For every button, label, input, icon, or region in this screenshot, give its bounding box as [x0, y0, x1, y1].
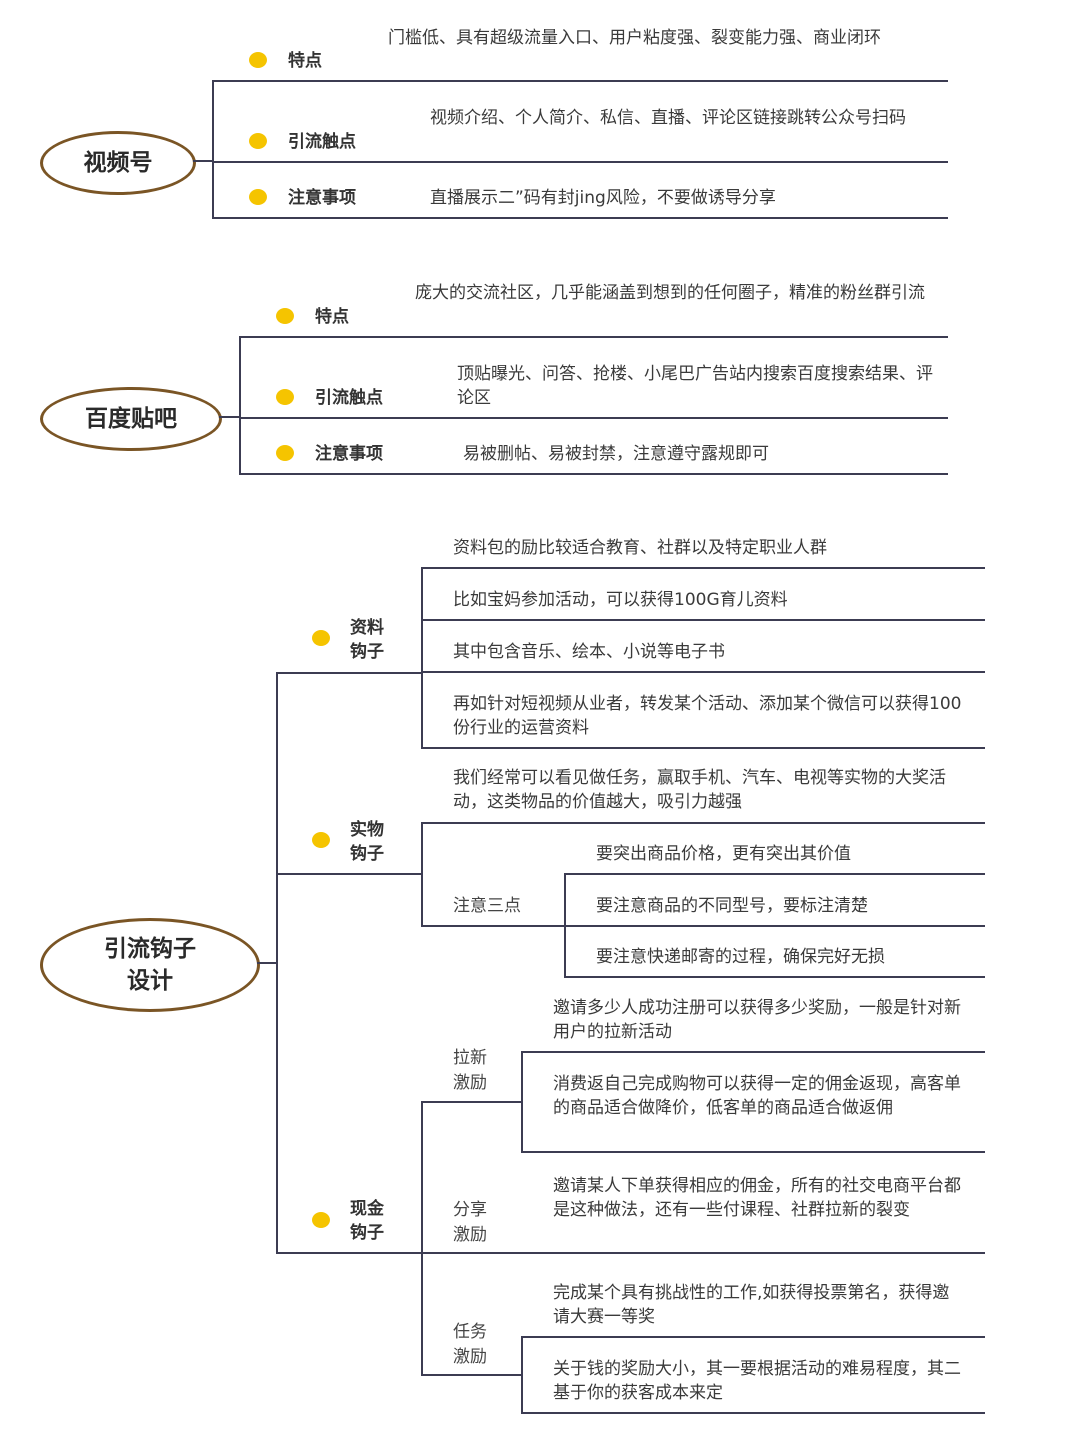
item-text: 资料包的励比较适合教育、社群以及特定职业人群: [453, 538, 827, 558]
group-label: 拉新激励: [453, 1048, 487, 1093]
item-underline: [421, 619, 985, 621]
main-bracket: [276, 672, 278, 1254]
item-text: 比如宝妈参加活动，可以获得100G育儿资料: [453, 590, 788, 610]
bracket-line: [521, 1336, 523, 1413]
group-underline: [421, 1252, 985, 1254]
row-text: 视频介绍、个人简介、私信、直播、评论区链接跳转公众号扫码: [430, 108, 906, 128]
bullet-dot: [312, 832, 330, 848]
item-text: 我们经常可以看见做任务，赢取手机、汽车、电视等实物的大奖活动，这类物品的价值越大…: [453, 768, 946, 812]
item-underline: [564, 873, 985, 875]
row-underline: [212, 161, 948, 163]
item-underline: [421, 567, 985, 569]
item-text: 其中包含音乐、绘本、小说等电子书: [453, 642, 725, 662]
root-label: 视频号: [83, 150, 153, 176]
bracket-line: [421, 567, 423, 748]
bracket-line: [521, 1051, 523, 1152]
row-text: 庞大的交流社区，几乎能涵盖到想到的任何圈子，精准的粉丝群引流: [415, 283, 925, 303]
group-underline: [421, 1101, 522, 1103]
row-text: 直播展示二”码有封jing风险，不要做诱导分享: [430, 188, 776, 208]
branch-underline: [276, 672, 422, 674]
row-label: 注意事项: [315, 444, 383, 464]
item-underline: [521, 1151, 985, 1153]
root-node-hook-design: 引流钩子设计: [40, 918, 260, 1012]
connector: [257, 962, 277, 964]
row-underline: [239, 473, 948, 475]
row-underline: [239, 336, 948, 338]
connector: [219, 416, 240, 418]
branch-label: 实物钩子: [350, 820, 384, 864]
group-label: 分享激励: [453, 1200, 487, 1245]
item-underline: [421, 671, 985, 673]
item-text: 邀请多少人成功注册可以获得多少奖励，一般是针对新用户的拉新活动: [553, 998, 961, 1042]
item-text: 消费返自己完成购物可以获得一定的佣金返现，高客单的商品适合做降价，低客单的商品适…: [553, 1074, 961, 1118]
group-label: 任务激励: [453, 1322, 487, 1367]
bullet-dot: [249, 52, 267, 68]
root-node-baidu-tieba: 百度贴吧: [40, 387, 222, 451]
bullet-dot: [312, 1212, 330, 1228]
sub-label: 注意三点: [453, 896, 521, 916]
bullet-dot: [276, 308, 294, 324]
item-underline: [521, 1336, 985, 1338]
bullet-dot: [249, 133, 267, 149]
bullet-dot: [249, 189, 267, 205]
root-label: 百度贴吧: [85, 406, 177, 432]
item-underline: [421, 925, 565, 927]
item-underline: [564, 925, 985, 927]
root-node-shipinhao: 视频号: [40, 131, 196, 195]
branch-underline: [276, 1252, 422, 1254]
item-underline: [521, 1412, 985, 1414]
branch-label: 现金钩子: [350, 1199, 384, 1243]
row-label: 注意事项: [288, 188, 356, 208]
item-text: 关于钱的奖励大小，其一要根据活动的难易程度，其二基于你的获客成本来定: [553, 1359, 961, 1403]
connector: [193, 160, 213, 162]
row-text: 易被删帖、易被封禁，注意遵守露规即可: [463, 444, 769, 464]
row-label: 特点: [288, 51, 322, 71]
item-underline: [421, 822, 985, 824]
row-underline: [212, 217, 948, 219]
item-text: 邀请某人下单获得相应的佣金，所有的社交电商平台都是这种做法，还有一些付课程、社群…: [553, 1176, 961, 1220]
group-underline: [421, 1374, 522, 1376]
item-underline: [421, 747, 985, 749]
bracket-line: [421, 822, 423, 926]
bracket-line: [421, 1101, 423, 1375]
bullet-dot: [276, 389, 294, 405]
item-text: 要突出商品价格，更有突出其价值: [596, 844, 851, 864]
row-text: 门槛低、具有超级流量入口、用户粘度强、裂变能力强、商业闭环: [388, 28, 881, 48]
item-text: 完成某个具有挑战性的工作,如获得投票第名，获得邀请大赛一等奖: [553, 1283, 950, 1327]
row-underline: [212, 80, 948, 82]
bracket-line: [212, 80, 214, 218]
branch-underline: [276, 873, 422, 875]
bullet-dot: [276, 445, 294, 461]
row-underline: [239, 417, 948, 419]
item-underline: [521, 1051, 985, 1053]
row-text: 顶贴曝光、问答、抢楼、小尾巴广告站内搜索百度搜索结果、评论区: [457, 364, 933, 408]
item-text: 再如针对短视频从业者，转发某个活动、添加某个微信可以获得100份行业的运营资料: [453, 694, 962, 738]
root-label: 引流钩子设计: [104, 936, 196, 994]
item-text: 要注意快递邮寄的过程，确保完好无损: [596, 947, 885, 967]
row-label: 引流触点: [288, 132, 356, 152]
item-text: 要注意商品的不同型号，要标注清楚: [596, 896, 868, 916]
branch-label: 资料钩子: [350, 618, 384, 662]
bracket-line: [239, 336, 241, 474]
row-label: 引流触点: [315, 388, 383, 408]
row-label: 特点: [315, 307, 349, 327]
bullet-dot: [312, 630, 330, 646]
item-underline: [564, 976, 985, 978]
